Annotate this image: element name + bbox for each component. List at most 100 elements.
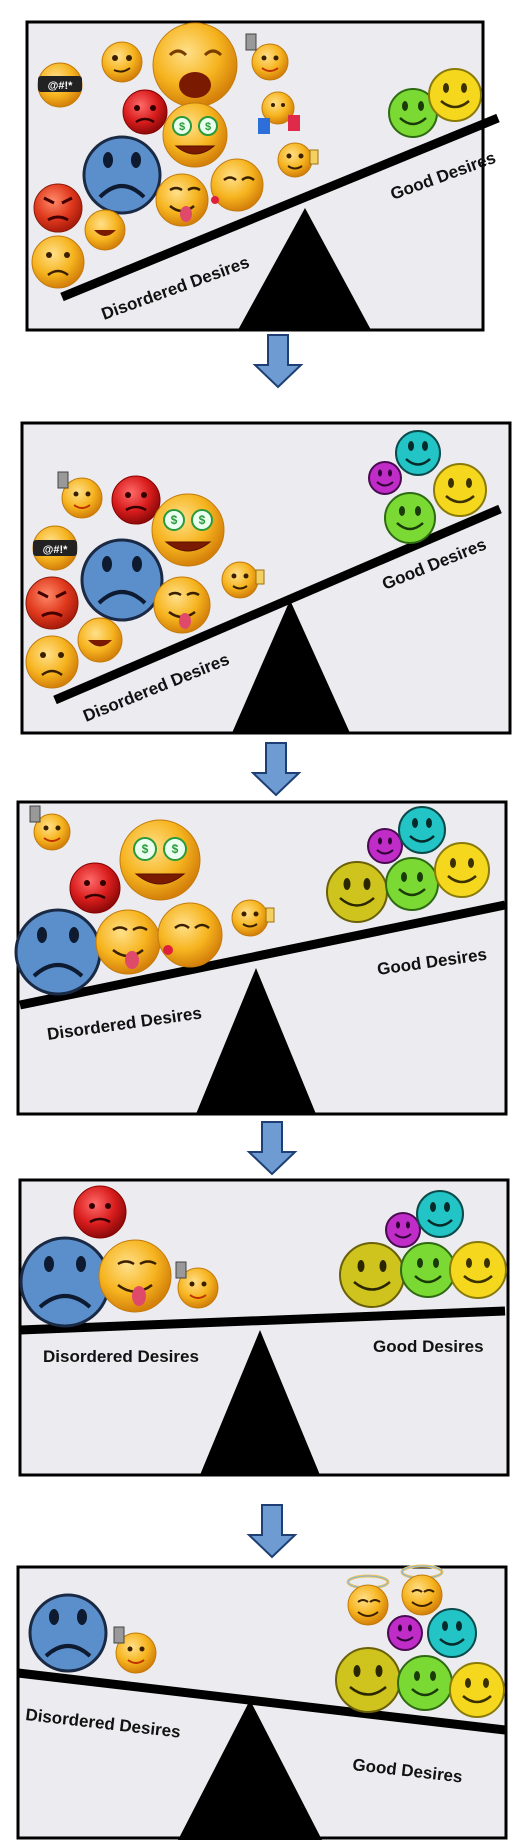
disordered-desires-pile: $ $ bbox=[14, 805, 275, 996]
curse-symbols: @#!* bbox=[43, 544, 69, 556]
good-label: Good Desires bbox=[373, 1337, 484, 1356]
svg-text:$: $ bbox=[171, 513, 178, 527]
panel-2: Disordered Desires Good Desires $ $ bbox=[20, 421, 512, 735]
selfie-face-icon bbox=[175, 1261, 219, 1309]
tongue-out-face-icon bbox=[155, 173, 209, 227]
fulcrum bbox=[178, 1700, 322, 1840]
shopping-face-icon bbox=[258, 91, 300, 134]
svg-text:$: $ bbox=[172, 842, 179, 856]
angry-red-face-icon bbox=[69, 862, 121, 914]
olive-smiley-icon bbox=[335, 1647, 401, 1713]
frowning-orange-face-icon bbox=[25, 635, 79, 689]
angel-smiley-icon bbox=[400, 1564, 444, 1616]
sad-blue-face-icon bbox=[82, 135, 162, 215]
seesaw-beam bbox=[60, 113, 500, 302]
good-desires-pile bbox=[335, 1564, 505, 1718]
seesaw-beam bbox=[17, 1668, 506, 1735]
tongue-out-face-icon bbox=[95, 909, 161, 975]
yellow-smiley-icon bbox=[433, 463, 487, 517]
laughing-face-icon bbox=[152, 22, 238, 108]
selfie-face-icon bbox=[245, 33, 289, 81]
angel-smiley-icon bbox=[346, 1574, 390, 1626]
yellow-smiley-icon bbox=[434, 842, 490, 898]
down-arrow bbox=[250, 742, 302, 797]
sad-blue-face-icon bbox=[80, 538, 164, 622]
money-eyes-face-icon: $ $ bbox=[151, 493, 225, 567]
down-arrow bbox=[246, 1504, 298, 1559]
svg-text:$: $ bbox=[199, 513, 206, 527]
yellow-smiley-icon bbox=[449, 1662, 505, 1718]
cursing-face-icon: @#!* bbox=[37, 62, 83, 108]
cursing-face-icon: @#!* bbox=[32, 525, 78, 571]
seesaw-beam bbox=[19, 900, 506, 1010]
cheers-face-icon bbox=[221, 561, 265, 599]
disordered-desires-pile bbox=[28, 1593, 157, 1674]
sad-blue-face-icon bbox=[28, 1593, 108, 1673]
olive-smiley-icon bbox=[339, 1242, 405, 1308]
svg-text:$: $ bbox=[179, 121, 185, 133]
good-desires-pile bbox=[326, 806, 490, 923]
kissing-face-icon bbox=[157, 902, 223, 968]
panel-4: Disordered Desires Good Desires bbox=[18, 1178, 510, 1477]
good-desires-pile bbox=[368, 430, 487, 544]
money-eyes-face-icon: $ $ bbox=[162, 102, 228, 168]
down-arrow bbox=[246, 1121, 298, 1176]
kissing-face-icon bbox=[210, 158, 264, 212]
cyan-smiley-icon bbox=[398, 806, 446, 854]
magenta-smiley-icon bbox=[387, 1615, 423, 1651]
thinking-face-icon bbox=[101, 41, 143, 83]
green-smiley-icon bbox=[397, 1655, 453, 1711]
tongue-out-face-icon bbox=[98, 1239, 172, 1313]
fulcrum bbox=[232, 600, 350, 733]
rage-face-icon bbox=[25, 576, 79, 630]
fulcrum bbox=[200, 1330, 320, 1475]
good-desires-pile bbox=[339, 1190, 507, 1308]
magenta-smiley-icon bbox=[367, 828, 403, 864]
grinning-face-icon bbox=[84, 209, 126, 251]
yellow-smiley-icon bbox=[449, 1241, 507, 1299]
magenta-smiley-icon bbox=[368, 461, 402, 495]
svg-text:$: $ bbox=[142, 842, 149, 856]
seesaw-beam bbox=[19, 1306, 506, 1335]
green-smiley-icon bbox=[384, 492, 436, 544]
cyan-smiley-icon bbox=[395, 430, 441, 476]
money-eyes-face-icon: $ $ bbox=[119, 819, 201, 901]
yellow-smiley-icon bbox=[428, 68, 482, 122]
green-smiley-icon bbox=[400, 1242, 456, 1298]
tongue-out-face-icon bbox=[153, 576, 211, 634]
cheers-face-icon bbox=[277, 142, 319, 178]
seesaw-beam bbox=[53, 504, 502, 705]
selfie-face-icon bbox=[113, 1626, 157, 1674]
cyan-smiley-icon bbox=[416, 1190, 464, 1238]
green-smiley-icon bbox=[385, 857, 439, 911]
angry-red-face-icon bbox=[73, 1185, 127, 1239]
olive-smiley-icon bbox=[326, 861, 388, 923]
panel-5: Disordered Desires Good Desires bbox=[16, 1564, 508, 1840]
good-desires-pile bbox=[388, 68, 482, 138]
fulcrum bbox=[238, 208, 371, 330]
sad-blue-face-icon bbox=[14, 908, 102, 996]
disordered-label: Disordered Desires bbox=[43, 1347, 199, 1366]
disordered-desires-pile: $ $ @#!* bbox=[25, 471, 265, 689]
curse-symbols: @#!* bbox=[48, 80, 74, 92]
green-smiley-icon bbox=[388, 88, 438, 138]
angry-red-face-icon bbox=[122, 89, 168, 135]
cheers-face-icon bbox=[231, 899, 275, 937]
svg-text:$: $ bbox=[205, 121, 211, 133]
sad-blue-face-icon bbox=[19, 1236, 111, 1328]
cyan-smiley-icon bbox=[427, 1608, 477, 1658]
down-arrow bbox=[252, 334, 304, 389]
panel-3: Disordered Desires Good Desires $ $ bbox=[14, 800, 508, 1116]
selfie-face-icon bbox=[29, 805, 71, 851]
disordered-desires-pile bbox=[19, 1185, 219, 1328]
angry-red-face-icon bbox=[111, 475, 161, 525]
grinning-face-icon bbox=[77, 617, 123, 663]
magenta-smiley-icon bbox=[385, 1212, 421, 1248]
frowning-orange-face-icon bbox=[31, 235, 85, 289]
panel-1: Disordered Desires Good Desires @#!* bbox=[25, 20, 500, 332]
disordered-desires-pile: @#!* bbox=[31, 22, 319, 289]
selfie-face-icon bbox=[57, 471, 103, 519]
fulcrum bbox=[196, 968, 316, 1114]
rage-face-icon bbox=[33, 183, 83, 233]
